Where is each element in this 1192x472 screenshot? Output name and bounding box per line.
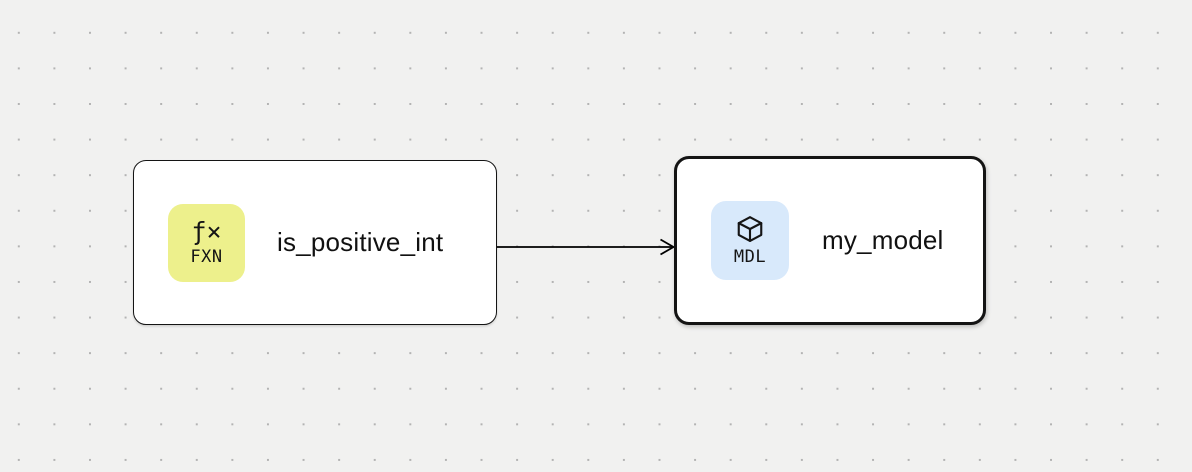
- node-my-model[interactable]: MDL my_model: [674, 156, 986, 325]
- model-type-badge: MDL: [711, 201, 789, 280]
- function-icon: ƒ×: [191, 217, 222, 246]
- node-is-positive-int[interactable]: ƒ× FXN is_positive_int: [133, 160, 497, 325]
- cube-icon: [737, 215, 763, 242]
- edge-is-positive-int-to-my-model[interactable]: [497, 238, 676, 256]
- model-badge-label: MDL: [733, 246, 767, 267]
- node-label-my-model: my_model: [822, 225, 944, 255]
- function-badge-label: FXN: [190, 247, 223, 267]
- function-type-badge: ƒ× FXN: [168, 203, 245, 282]
- node-label-is-positive-int: is_positive_int: [277, 227, 444, 257]
